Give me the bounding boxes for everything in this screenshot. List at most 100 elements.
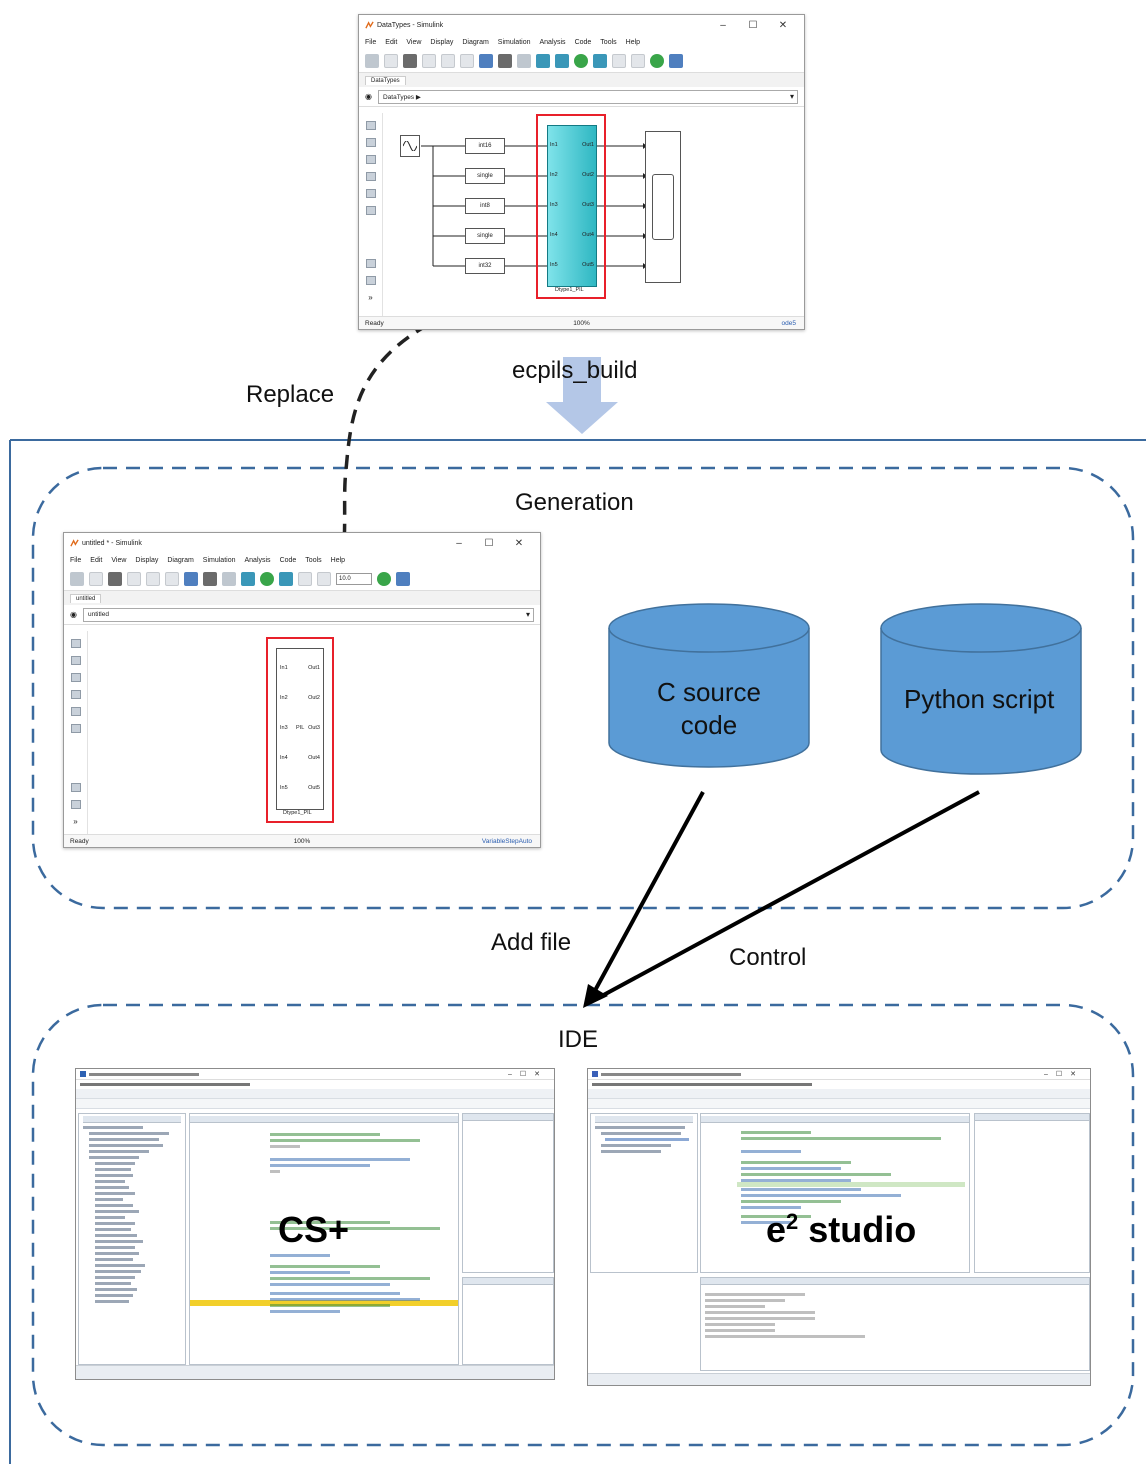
menu-analysis[interactable]: Analysis — [244, 556, 271, 564]
menu-edit[interactable]: Edit — [385, 38, 398, 46]
check-icon[interactable] — [377, 571, 391, 586]
menu-file[interactable]: File — [365, 38, 377, 46]
model-path-combo[interactable]: untitled — [82, 607, 534, 622]
zoom-icon[interactable] — [365, 121, 376, 130]
explore-icon[interactable] — [70, 800, 81, 809]
model-path-combo[interactable]: DataTypes ▶ — [377, 89, 798, 104]
window-controls[interactable]: –☐✕ — [507, 1071, 548, 1078]
maximize-icon[interactable]: ☐ — [484, 537, 494, 549]
menu-help[interactable]: Help — [330, 556, 346, 564]
menu-code[interactable]: Code — [574, 38, 592, 46]
open-icon[interactable] — [384, 53, 398, 68]
scope-icon[interactable] — [317, 571, 331, 586]
menu-simulation[interactable]: Simulation — [202, 556, 236, 564]
forward-icon[interactable] — [441, 53, 455, 68]
menu-diagram[interactable]: Diagram — [167, 556, 194, 564]
step-icon[interactable] — [555, 53, 569, 68]
image-icon[interactable] — [365, 189, 376, 198]
solver-name[interactable]: VariableStepAuto — [481, 837, 532, 845]
area-icon[interactable] — [365, 206, 376, 215]
hide-browser-icon[interactable]: ◉ — [365, 92, 372, 101]
convert-block-3[interactable]: int8 — [465, 198, 505, 214]
menu-view[interactable]: View — [406, 38, 422, 46]
model-explorer-icon[interactable] — [517, 53, 531, 68]
stop-time-input[interactable]: 10.0 — [336, 572, 372, 585]
build-icon[interactable] — [396, 571, 410, 586]
solver-name[interactable]: ode5 — [781, 319, 796, 327]
minimize-icon[interactable]: – — [456, 537, 462, 549]
pil-subsystem-block[interactable]: In1 In2 In3 In4 In5 Out1 Out2 Out3 Out4 … — [547, 125, 597, 287]
convert-block-5[interactable]: int32 — [465, 258, 505, 274]
settings-gear-icon[interactable] — [203, 571, 217, 586]
scope-icon[interactable] — [631, 53, 645, 68]
build-icon[interactable] — [669, 53, 683, 68]
check-icon[interactable] — [650, 53, 664, 68]
stop-icon[interactable] — [298, 571, 312, 586]
minimize-icon[interactable]: – — [720, 19, 726, 31]
image-icon[interactable] — [70, 707, 81, 716]
maximize-icon[interactable]: ☐ — [748, 19, 758, 31]
arrow-route-icon[interactable] — [70, 673, 81, 682]
menu-diagram[interactable]: Diagram — [462, 38, 489, 46]
close-icon[interactable]: ✕ — [514, 537, 524, 549]
camera-icon[interactable] — [70, 783, 81, 792]
stop-icon[interactable] — [612, 53, 626, 68]
convert-block-2[interactable]: single — [465, 168, 505, 184]
annotation-icon[interactable] — [365, 172, 376, 181]
explore-icon[interactable] — [365, 276, 376, 285]
forward-icon[interactable] — [146, 571, 160, 586]
back-icon[interactable] — [127, 571, 141, 586]
fit-view-icon[interactable] — [365, 138, 376, 147]
save-icon[interactable] — [403, 53, 417, 68]
step-forward-icon[interactable] — [279, 571, 293, 586]
menu-code[interactable]: Code — [279, 556, 297, 564]
run-icon[interactable] — [260, 571, 274, 586]
scope-block[interactable] — [645, 131, 681, 283]
pil-block[interactable]: In1 In2 In3 In4 In5 PIL Out1 Out2 Out3 O… — [276, 648, 324, 810]
menu-display[interactable]: Display — [430, 38, 454, 46]
library-icon[interactable] — [479, 53, 493, 68]
close-icon[interactable]: ✕ — [778, 19, 788, 31]
zoom-icon[interactable] — [70, 639, 81, 648]
save-icon[interactable] — [108, 571, 122, 586]
annotation-icon[interactable] — [70, 690, 81, 699]
expand-icon[interactable]: » — [368, 293, 373, 302]
new-model-icon[interactable] — [365, 53, 379, 68]
area-icon[interactable] — [70, 724, 81, 733]
expand-icon[interactable]: » — [73, 817, 78, 826]
menu-tools[interactable]: Tools — [305, 556, 322, 564]
menu-display[interactable]: Display — [135, 556, 159, 564]
sine-source-block[interactable] — [400, 135, 420, 157]
menu-simulation[interactable]: Simulation — [497, 38, 531, 46]
new-model-icon[interactable] — [70, 571, 84, 586]
window-controls[interactable]: –☐✕ — [1043, 1071, 1084, 1078]
back-icon[interactable] — [422, 53, 436, 68]
menu-edit[interactable]: Edit — [90, 556, 103, 564]
run-icon[interactable] — [574, 53, 588, 68]
menu-help[interactable]: Help — [625, 38, 641, 46]
out-port-4: Out4 — [582, 232, 594, 238]
hide-browser-icon[interactable]: ◉ — [70, 610, 77, 619]
convert-block-4[interactable]: single — [465, 228, 505, 244]
csplus-ide-screenshot: –☐✕ — [75, 1068, 555, 1380]
menu-view[interactable]: View — [111, 556, 127, 564]
address-bar: ◉ DataTypes ▶ — [359, 87, 804, 107]
menu-analysis[interactable]: Analysis — [539, 38, 566, 46]
step-forward-icon[interactable] — [593, 53, 607, 68]
convert-block-1[interactable]: int16 — [465, 138, 505, 154]
camera-icon[interactable] — [365, 259, 376, 268]
up-icon[interactable] — [165, 571, 179, 586]
up-icon[interactable] — [460, 53, 474, 68]
settings-gear-icon[interactable] — [498, 53, 512, 68]
step-back-icon[interactable] — [241, 571, 255, 586]
step-back-icon[interactable] — [536, 53, 550, 68]
model-explorer-icon[interactable] — [222, 571, 236, 586]
fit-view-icon[interactable] — [70, 656, 81, 665]
library-icon[interactable] — [184, 571, 198, 586]
tab-model[interactable]: untitled — [70, 593, 102, 603]
menu-file[interactable]: File — [70, 556, 82, 564]
arrow-route-icon[interactable] — [365, 155, 376, 164]
open-icon[interactable] — [89, 571, 103, 586]
menu-tools[interactable]: Tools — [600, 38, 617, 46]
tab-model[interactable]: DataTypes — [365, 75, 406, 85]
